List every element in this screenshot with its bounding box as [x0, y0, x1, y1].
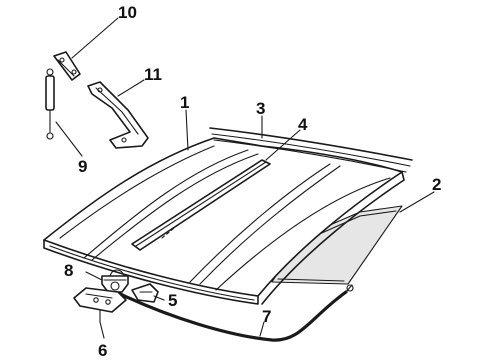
callout-5: 5: [168, 291, 177, 310]
callout-2: 2: [432, 175, 441, 194]
hood-hinge-bracket: [87, 81, 149, 149]
callout-1: 1: [180, 93, 189, 112]
hood-rear-seal: [209, 127, 413, 173]
hood-molding: [131, 159, 271, 251]
hood-support-strut: [45, 68, 55, 140]
leader-5: [153, 295, 165, 301]
callout-11: 11: [144, 65, 162, 84]
hood-safety-catch: [131, 283, 159, 303]
leader-8: [85, 271, 103, 281]
callout-7: 7: [262, 307, 271, 326]
hood-latch-assembly: [101, 269, 129, 293]
callout-9: 9: [78, 157, 87, 176]
leader-6: [99, 321, 105, 339]
callout-labels: 10 11 9 1 3 4 2 5 8 6 7: [64, 3, 441, 360]
hood-panel: [43, 137, 405, 305]
hood-release-cable: [114, 284, 354, 342]
leader-10: [71, 17, 119, 59]
callout-8: 8: [64, 261, 73, 280]
callout-6: 6: [98, 341, 107, 360]
leader-1: [185, 109, 189, 151]
callout-4: 4: [298, 115, 308, 134]
leader-4: [265, 129, 301, 161]
hood-hinge: [53, 51, 81, 81]
leader-2: [399, 191, 435, 213]
leader-9: [55, 121, 83, 157]
leader-11: [117, 79, 145, 97]
leader-lines: [55, 17, 435, 339]
callout-3: 3: [256, 99, 265, 118]
callout-10: 10: [118, 3, 137, 22]
leader-7: [259, 321, 265, 337]
hood-latch-bracket: [73, 287, 127, 323]
